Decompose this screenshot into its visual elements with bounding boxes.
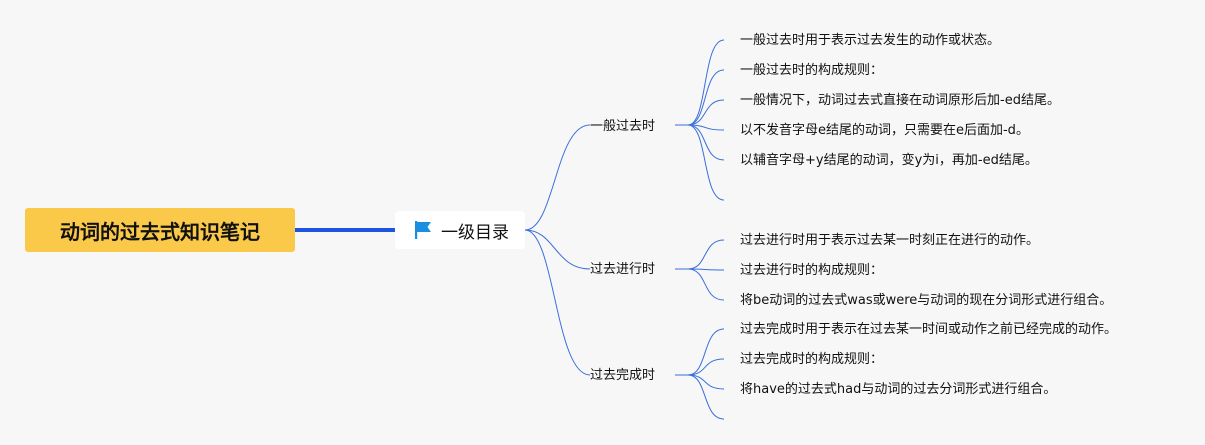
- leaf-item[interactable]: 过去完成时的构成规则：: [740, 352, 884, 367]
- flag-icon: [415, 221, 431, 239]
- leaf-item[interactable]: 一般情况下，动词过去式直接在动词原形后加-ed结尾。: [740, 93, 1060, 108]
- branch-label: 一般过去时: [590, 119, 656, 134]
- leaf-item[interactable]: 将have的过去式had与动词的过去分词形式进行组合。: [740, 382, 1057, 397]
- leaf-connector: [687, 268, 725, 301]
- level1-topic[interactable]: 一级目录: [395, 211, 525, 249]
- branch-past-continuous[interactable]: 过去进行时: [590, 262, 655, 278]
- leaf-connector: [687, 69, 725, 126]
- leaf-connector: [687, 124, 725, 201]
- leaf-item[interactable]: 以辅音字母+y结尾的动词，变y为i，再加-ed结尾。: [740, 153, 1038, 168]
- branch-past-perfect[interactable]: 过去完成时: [590, 368, 655, 384]
- leaf-connector: [687, 358, 725, 376]
- branch-simple-past[interactable]: 一般过去时: [590, 119, 655, 135]
- leaf-item[interactable]: 将be动词的过去式was或were与动词的现在分词形式进行组合。: [740, 293, 1113, 308]
- leaf-item[interactable]: 一般过去时用于表示过去发生的动作或状态。: [740, 33, 1001, 48]
- leaf-connector: [687, 124, 725, 161]
- level1-label: 一级目录: [441, 222, 509, 243]
- leaf-connector: [687, 374, 725, 420]
- leaf-item[interactable]: 过去完成时用于表示在过去某一时间或动作之前已经完成的动作。: [740, 322, 1118, 337]
- root-title: 动词的过去式知识笔记: [60, 219, 260, 244]
- branch-label: 过去进行时: [590, 262, 656, 277]
- branch-connector: [524, 229, 591, 376]
- leaf-connector: [687, 99, 725, 126]
- branch-connector: [524, 124, 591, 231]
- leaf-item[interactable]: 以不发音字母e结尾的动词，只需要在e后面加-d。: [740, 123, 1029, 138]
- leaf-item[interactable]: 过去进行时用于表示过去某一时刻正在进行的动作。: [740, 233, 1040, 248]
- root-topic[interactable]: 动词的过去式知识笔记: [25, 208, 295, 252]
- leaf-item[interactable]: 一般过去时的构成规则：: [740, 63, 884, 78]
- leaf-connector: [687, 328, 725, 376]
- leaf-item[interactable]: 过去进行时的构成规则：: [740, 263, 884, 278]
- leaf-connector: [687, 268, 725, 271]
- branch-connector: [524, 229, 591, 270]
- leaf-connector: [687, 39, 725, 126]
- leaf-connector: [687, 374, 725, 390]
- branch-label: 过去完成时: [590, 368, 656, 383]
- leaf-connector: [687, 239, 725, 270]
